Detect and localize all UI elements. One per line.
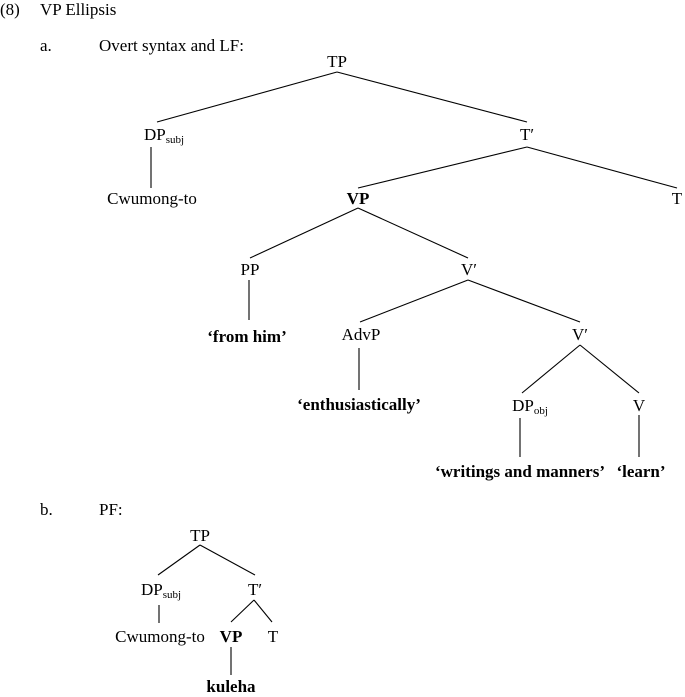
node-b-t: T <box>267 627 279 646</box>
branch <box>230 599 255 623</box>
part-a-letter: a. <box>40 36 52 55</box>
node-cwumong: Cwumong-to <box>107 189 197 208</box>
node-b-dp-subj: DPsubj <box>140 580 182 601</box>
node-dp-obj: DPobj <box>512 396 548 417</box>
branch <box>157 544 201 576</box>
branch <box>521 344 581 394</box>
node-writings: ‘writings and manners’ <box>434 462 606 481</box>
node-vp: VP <box>346 189 370 208</box>
branch <box>359 279 469 323</box>
branch <box>156 71 338 123</box>
branch <box>579 344 640 394</box>
node-b-t-bar: T′ <box>247 580 263 599</box>
branch <box>253 599 273 623</box>
node-t-bar: T′ <box>519 125 535 144</box>
example-number: (8) <box>0 0 20 19</box>
part-b-label: PF: <box>99 500 123 519</box>
node-enthusiastically: ‘enthusiastically’ <box>297 395 421 414</box>
example-title: VP Ellipsis <box>40 0 117 19</box>
node-dp-subj: DPsubj <box>143 125 185 146</box>
part-a-label: Overt syntax and LF: <box>99 36 244 55</box>
node-learn: ‘learn’ <box>616 462 666 481</box>
branch <box>336 71 528 123</box>
node-v-bar-1: V′ <box>461 260 477 279</box>
node-b-tp: TP <box>190 526 210 545</box>
node-v: V <box>632 396 646 415</box>
branch <box>467 279 581 323</box>
node-advp: AdvP <box>341 325 381 344</box>
node-pp: PP <box>240 260 260 279</box>
node-b-cwumong: Cwumong-to <box>115 627 205 646</box>
branch <box>357 207 469 259</box>
branch <box>526 146 678 189</box>
node-tp: TP <box>327 52 347 71</box>
node-b-kuleha: kuleha <box>206 677 256 696</box>
node-t: T <box>671 189 683 208</box>
node-from-him: ‘from him’ <box>207 327 287 346</box>
branch <box>249 207 359 259</box>
branch <box>357 146 528 189</box>
branch <box>199 544 256 576</box>
node-b-vp: VP <box>219 627 243 646</box>
node-v-bar-2: V′ <box>572 325 588 344</box>
part-b-letter: b. <box>40 500 53 519</box>
